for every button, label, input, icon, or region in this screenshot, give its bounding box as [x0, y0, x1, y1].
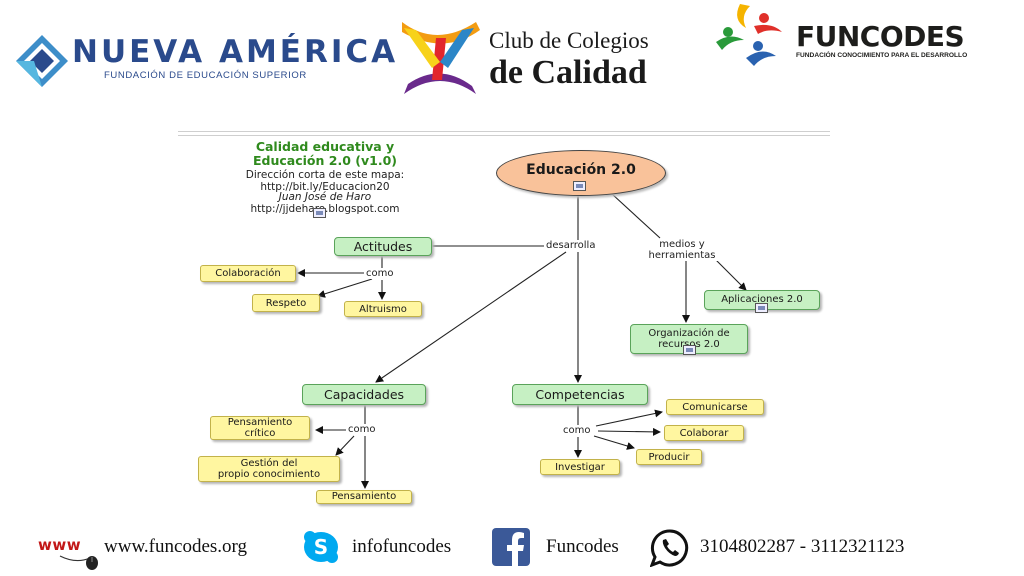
- node-competencias-label: Competencias: [535, 387, 625, 402]
- link-label-medios-line1: medios y: [659, 239, 705, 250]
- link-label-como: como: [364, 268, 396, 279]
- node-competencias[interactable]: Competencias: [512, 384, 648, 405]
- node-actitudes-label: Actitudes: [353, 239, 413, 254]
- link-label-medios: medios y herramientas: [642, 239, 722, 261]
- node-comunicarse-label: Comunicarse: [682, 401, 748, 413]
- map-info-line1: Dirección corta de este mapa:: [245, 169, 405, 181]
- link-label-desarrolla: desarrolla: [544, 240, 598, 251]
- node-capacidades-label: Capacidades: [323, 387, 405, 402]
- node-organizacion-line2: recursos 2.0: [658, 339, 720, 350]
- node-gestion-line1: Gestión del: [240, 458, 298, 469]
- node-capacidades[interactable]: Capacidades: [302, 384, 426, 405]
- footer-facebook[interactable]: Funcodes: [546, 536, 619, 557]
- node-gestion[interactable]: Gestión del propio conocimiento: [198, 456, 340, 482]
- document-icon[interactable]: [683, 345, 696, 355]
- node-aplicaciones-label: Aplicaciones 2.0: [721, 294, 803, 305]
- www-mouse-icon: [59, 555, 98, 570]
- club-colegios-logo-icon: [402, 22, 480, 94]
- node-altruismo[interactable]: Altruismo: [344, 301, 422, 317]
- map-top-border-2: [178, 135, 830, 136]
- footer-phones[interactable]: 3104802287 - 3112321123: [700, 536, 905, 557]
- node-colaborar[interactable]: Colaborar: [664, 425, 744, 441]
- node-pensamiento-critico[interactable]: Pensamiento crítico: [210, 416, 310, 440]
- node-colaboracion[interactable]: Colaboración: [200, 265, 296, 282]
- footer-skype[interactable]: infofuncodes: [352, 536, 452, 557]
- skype-icon[interactable]: S: [302, 530, 340, 564]
- nueva-america-logo-icon: [16, 35, 68, 87]
- map-title-line2: Educación 2.0 (v1.0): [253, 153, 397, 168]
- facebook-icon[interactable]: [492, 528, 530, 566]
- map-title: Calidad educativa y Educación 2.0 (v1.0): [180, 140, 470, 168]
- funcodes-name: FUNCODES: [796, 20, 965, 53]
- node-actitudes[interactable]: Actitudes: [334, 237, 432, 256]
- funcodes-name-text: FUNCODES: [796, 20, 965, 53]
- document-icon[interactable]: [573, 181, 586, 191]
- node-gestion-line2: propio conocimiento: [217, 469, 321, 480]
- map-connections: [297, 193, 747, 489]
- nueva-america-subtitle: FUNDACIÓN DE EDUCACIÓN SUPERIOR: [104, 70, 307, 81]
- node-pensamiento-cut-label: Pensamiento: [331, 491, 397, 502]
- node-pensamiento-cut[interactable]: Pensamiento: [316, 490, 412, 504]
- node-altruismo-label: Altruismo: [359, 303, 407, 315]
- document-icon[interactable]: [313, 208, 326, 218]
- map-title-line1: Calidad educativa y: [255, 139, 395, 154]
- node-pensamiento-critico-line1: Pensamiento: [227, 417, 293, 428]
- footer-website[interactable]: www.funcodes.org: [104, 536, 248, 557]
- club-colegios-line1: Club de Colegios: [489, 28, 649, 53]
- node-producir-label: Producir: [648, 451, 690, 463]
- node-investigar-label: Investigar: [555, 461, 605, 473]
- node-colaboracion-label: Colaboración: [215, 268, 281, 279]
- link-label-medios-line2: herramientas: [648, 250, 716, 261]
- club-colegios-line2: de Calidad: [489, 54, 647, 91]
- funcodes-subtitle: FUNDACIÓN CONOCIMIENTO PARA EL DESARROLL…: [796, 52, 968, 59]
- map-author: Juan José de Haro: [278, 191, 372, 203]
- node-investigar[interactable]: Investigar: [540, 459, 620, 475]
- node-pensamiento-critico-line2: crítico: [244, 428, 276, 439]
- root-node-label: Educación 2.0: [526, 162, 636, 178]
- node-comunicarse[interactable]: Comunicarse: [666, 399, 764, 415]
- header: NUEVA AMÉRICA FUNDACIÓN DE EDUCACIÓN SUP…: [0, 0, 1024, 110]
- link-label-como: como: [561, 425, 593, 436]
- funcodes-logo-icon: [716, 4, 782, 66]
- node-colaborar-label: Colaborar: [679, 427, 729, 439]
- document-icon[interactable]: [755, 303, 768, 313]
- www-logo: www: [38, 536, 82, 554]
- map-top-border: [178, 131, 830, 132]
- link-label-como: como: [346, 424, 378, 435]
- concept-map: Calidad educativa y Educación 2.0 (v1.0)…: [178, 131, 830, 504]
- node-organizacion-line1: Organización de: [648, 328, 730, 339]
- whatsapp-icon[interactable]: [650, 529, 690, 567]
- map-short-url-info: Dirección corta de este mapa: http://bit…: [180, 169, 470, 193]
- node-respeto-label: Respeto: [265, 297, 307, 309]
- node-respeto[interactable]: Respeto: [252, 294, 320, 312]
- node-producir[interactable]: Producir: [636, 449, 702, 465]
- nueva-america-name: NUEVA AMÉRICA: [72, 34, 399, 70]
- map-info-line2: http://bit.ly/Educacion20: [260, 181, 390, 193]
- svg-text:S: S: [314, 535, 328, 559]
